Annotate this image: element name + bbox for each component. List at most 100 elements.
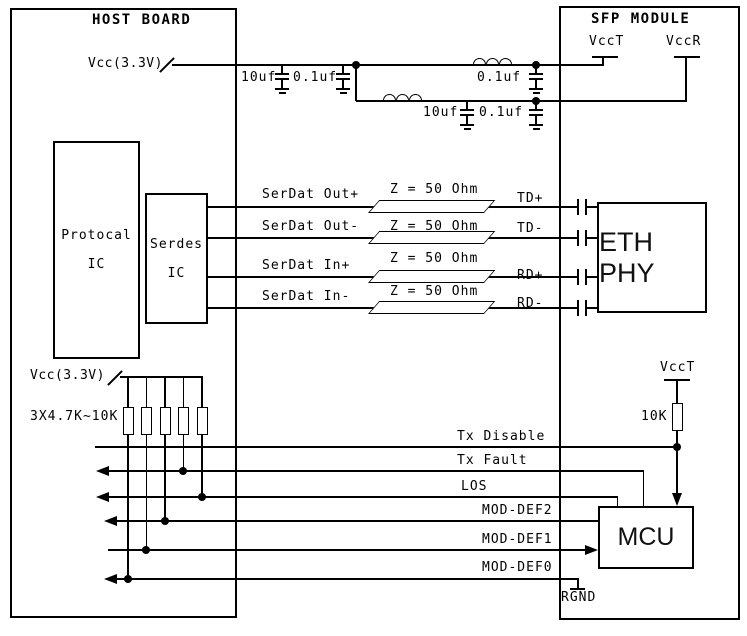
wire [587,307,598,309]
wire [587,237,598,239]
protocol-ic-label2: IC [87,257,106,272]
serdat-out-plus-label: SerDat Out+ [262,187,360,202]
sfp-module-title: SFP MODULE [591,11,691,27]
rgnd-bar [570,588,585,590]
mod-def1-label: MOD-DEF1 [482,532,553,547]
junction-dot [532,61,540,69]
rd-plus-label: RD+ [517,268,544,283]
vccr-pin-bar [674,56,700,58]
junction-dot [124,575,132,583]
junction-dot [532,97,540,105]
pullup-resistor [196,407,208,435]
serdes-ic-box: Serdes IC [145,193,208,324]
mod-def1-wire [108,549,587,551]
right-arrow [585,545,598,555]
tx-fault-wire [105,470,644,472]
left-arrow [104,516,117,526]
impedance-label: Z = 50 Ohm [390,219,479,234]
tx-rail-cap [529,65,543,95]
mod-def0-label: MOD-DEF0 [482,560,553,575]
wire [127,435,129,579]
mcu-pullup-value-label: 10K [641,409,668,424]
mod-def0-wire [113,578,579,580]
coupling-cap [577,230,587,246]
td-minus-label: TD- [517,221,544,236]
down-arrow [672,493,682,506]
rgnd-label: RGND [561,590,597,605]
left-arrow [104,574,117,584]
rail-split-wire [355,65,357,101]
wire [587,206,598,208]
left-arrow [96,492,109,502]
wire [676,430,678,447]
vcct-riser-wire [602,57,604,66]
cap-10uf-label: 10uf [241,70,277,85]
eth-phy-box: ETH PHY [597,202,707,313]
tline-symbol [368,200,496,213]
cap-0p1uf-label: 0.1uf [293,70,338,85]
serdat-out-minus-label: SerDat Out- [262,219,360,234]
serdat-in-plus-label: SerDat In+ [262,258,351,273]
serdes-ic-label: Serdes [150,236,203,252]
cap-0p1uf-host [336,65,350,95]
mcu-box: MCU [598,506,694,569]
tx-fault-label: Tx Fault [457,453,528,468]
wire [164,377,166,407]
wire [676,447,678,497]
wire [201,435,203,497]
protocol-ic-label: Protocal [61,228,132,243]
left-arrow [96,466,109,476]
pullup-rail-wire [120,376,203,378]
tx-rail-inductor [473,58,512,65]
los-label: LOS [461,479,488,494]
serdes-ic-label2: IC [167,265,186,281]
vcct-pin-bar [592,56,618,58]
vcct-pin-bar [664,379,690,381]
wire [182,377,185,407]
wire [145,435,148,550]
host-board-box [10,8,237,618]
wire [201,377,203,407]
vccr-riser-wire [685,57,687,102]
coupling-cap [577,199,587,215]
sfp-module-box [559,6,740,620]
td-plus-label: TD+ [517,191,544,206]
wire [642,471,644,506]
pullup-bank-label: 3X4.7K~10K [30,409,119,424]
impedance-label: Z = 50 Ohm [390,251,479,266]
junction-dot [198,493,206,501]
pullup-resistor [159,407,171,435]
wire [127,377,129,407]
mcu-label: MCU [617,523,675,551]
pullup-resistor [141,407,152,435]
wire [676,381,678,403]
rd-minus-label: RD- [517,296,544,311]
impedance-label: Z = 50 Ohm [390,284,479,299]
junction-dot [161,517,169,525]
impedance-label: Z = 50 Ohm [390,182,479,197]
protocol-ic-box: Protocal IC [53,141,140,359]
cap-10uf-host [275,65,289,95]
mcu-pullup-vcct-label: VccT [660,360,696,375]
vcc-tx-rail-wire [172,64,603,66]
junction-dot [179,467,187,475]
wire [577,579,579,588]
vcct-pin-label: VccT [589,34,625,49]
wire [182,435,185,471]
tline-symbol [368,270,496,283]
los-wire [105,496,618,498]
tx-disable-label: Tx Disable [457,429,546,444]
rx-cap-10uf [460,101,474,131]
rx-cap-0p1uf-label: 0.1uf [479,105,524,120]
pullup-resistor [122,407,134,435]
host-board-title: HOST BOARD [92,12,192,28]
vcc-3v3-top-label: Vcc(3.3V) [88,56,163,71]
vcc-rx-rail-wire [356,100,686,102]
serdat-in-minus-label: SerDat In- [262,289,351,304]
mod-def2-wire [113,520,598,522]
mod-def2-label: MOD-DEF2 [482,503,553,518]
rx-rail-inductor [383,94,422,101]
junction-dot [142,546,150,554]
coupling-cap [577,300,587,316]
